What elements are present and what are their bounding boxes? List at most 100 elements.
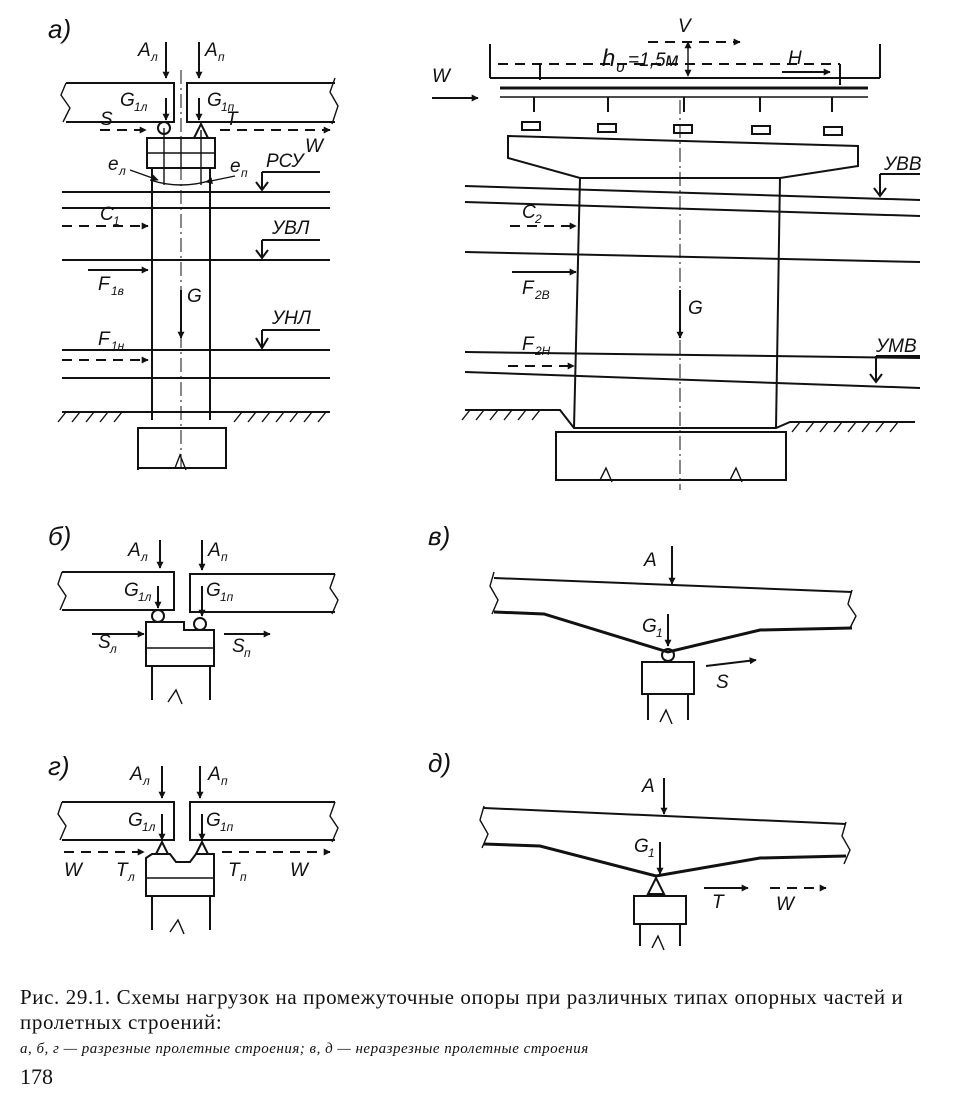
pier-cap-wide <box>507 134 859 179</box>
continuous-beam-top <box>493 577 853 593</box>
label-e-left: e <box>108 154 119 175</box>
panel-letter-v: в) <box>428 521 450 551</box>
level-marker-uvl <box>255 239 320 260</box>
label-C2: C <box>522 202 536 223</box>
label-A-left: A <box>129 764 143 785</box>
pier-cap <box>145 621 215 667</box>
svg-text:п: п <box>221 774 228 788</box>
svg-text:п: п <box>221 550 228 564</box>
label-W: W <box>432 66 452 87</box>
arrow-S <box>705 657 757 667</box>
svg-text:п: п <box>241 166 248 180</box>
caption-main: Рис. 29.1. Схемы нагрузок на промежуточн… <box>20 985 904 1034</box>
panel-letter-a: а) <box>48 14 71 44</box>
label-G1-right: G <box>206 580 221 601</box>
svg-text:л: л <box>150 50 158 64</box>
fixed-bearing <box>646 875 666 895</box>
load-schemes-figure: а) <box>48 14 922 951</box>
label-F1v: F <box>98 274 111 295</box>
label-F1n: F <box>98 329 111 350</box>
pier-body-wide <box>573 177 781 429</box>
level-marker-rsu <box>255 171 320 192</box>
bearing-pad <box>673 124 693 134</box>
svg-text:1: 1 <box>656 626 663 640</box>
label-T: T <box>226 109 239 130</box>
figure-caption: Рис. 29.1. Схемы нагрузок на промежуточн… <box>20 985 960 1058</box>
svg-text:1п: 1п <box>220 590 234 604</box>
pier-cap <box>641 661 695 695</box>
panel-b: б) A л A п G 1л G 1п S л S п <box>48 521 339 705</box>
label-F2n: F <box>522 334 535 355</box>
label-G1-right: G <box>207 90 222 111</box>
label-T: T <box>712 892 725 913</box>
panel-letter-g: г) <box>48 751 69 781</box>
label-A-right: A <box>204 40 218 61</box>
label-W-right: W <box>290 860 310 881</box>
fixed-bearing <box>194 839 210 855</box>
page-number: 178 <box>20 1064 53 1089</box>
label-V: V <box>678 16 693 37</box>
caption-legend: а, б, г — разрезные пролетные строения; … <box>20 1041 589 1057</box>
label-W: W <box>305 136 325 157</box>
label-umv: УМВ <box>875 336 917 357</box>
label-S-right: S <box>232 636 245 657</box>
label-S-left: S <box>98 632 111 653</box>
label-G1-left: G <box>120 90 135 111</box>
label-A: A <box>641 776 655 797</box>
label-G1: G <box>642 616 657 637</box>
label-A-right: A <box>207 540 221 561</box>
panel-g: г) A л A п G 1л G 1п W T л T п W <box>48 751 339 935</box>
label-rsu: РСУ <box>266 151 305 172</box>
svg-text:л: л <box>109 642 117 656</box>
label-F2v: F <box>522 278 535 299</box>
svg-text:л: л <box>140 550 148 564</box>
bearing-pad <box>751 125 771 135</box>
bearing-pad <box>823 126 843 136</box>
label-C1: C <box>100 204 114 225</box>
panel-v: в) A G 1 S <box>428 521 857 725</box>
svg-text:1п: 1п <box>221 100 235 114</box>
label-G: G <box>688 298 703 319</box>
continuous-beam-haunch <box>493 610 853 654</box>
label-uvl: УВЛ <box>271 218 310 239</box>
level-line-umv <box>464 371 921 389</box>
pier-cap <box>633 895 687 925</box>
label-W: W <box>776 894 796 915</box>
svg-text:2: 2 <box>534 212 542 226</box>
label-G1-right: G <box>206 810 221 831</box>
panel-a-right: V h υ =1,5м H W УВВ C 2 F 2В G F 2Н УМВ <box>432 16 922 490</box>
fixed-bearing <box>154 839 170 855</box>
panel-d: д) A G 1 T W <box>428 748 851 951</box>
continuous-beam-haunch <box>483 842 847 878</box>
label-G1: G <box>634 836 649 857</box>
ground-line <box>465 409 915 429</box>
label-A: A <box>643 550 657 571</box>
label-hv: h <box>602 45 615 72</box>
label-S: S <box>100 109 113 130</box>
label-A-right: A <box>207 764 221 785</box>
pier-foundation-wide <box>555 431 787 481</box>
label-G1-left: G <box>128 810 143 831</box>
svg-text:л: л <box>127 870 135 884</box>
left-span-beam <box>62 571 175 611</box>
svg-text:п: п <box>218 50 225 64</box>
right-span-beam <box>186 82 335 123</box>
bearing-pad <box>597 123 617 133</box>
beam-break-mark <box>60 82 71 123</box>
svg-text:1н: 1н <box>111 339 125 353</box>
svg-text:л: л <box>142 774 150 788</box>
pier-cap <box>145 853 215 897</box>
svg-text:1: 1 <box>113 214 120 228</box>
label-A-left: A <box>127 540 141 561</box>
svg-text:2Н: 2Н <box>534 344 551 358</box>
svg-text:υ: υ <box>616 59 625 76</box>
bearing-pad <box>521 121 541 131</box>
label-unl: УНЛ <box>271 308 312 329</box>
panel-a-left: а) <box>48 14 339 471</box>
label-A-left: A <box>137 40 151 61</box>
right-span-beam <box>189 801 335 841</box>
label-S: S <box>716 672 729 693</box>
level-marker-unl <box>255 329 320 350</box>
left-span-beam <box>66 82 175 123</box>
svg-text:1л: 1л <box>142 820 156 834</box>
